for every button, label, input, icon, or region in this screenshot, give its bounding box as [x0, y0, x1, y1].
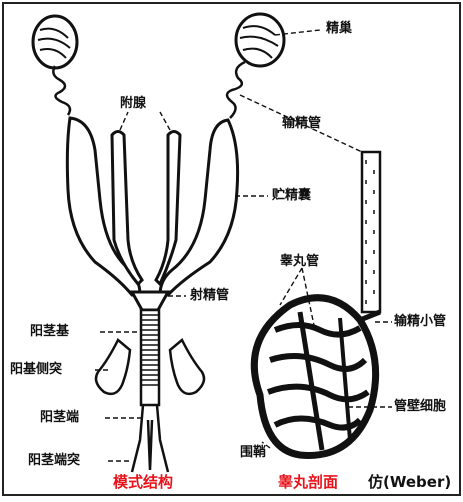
- aedeagus-tip: [132, 405, 168, 472]
- caption-model-structure: 模式结构: [113, 475, 173, 490]
- testis-section: [254, 298, 380, 456]
- label-vas-deferens: 输精管: [282, 117, 321, 130]
- caption-testis-section: 睾丸剖面: [278, 475, 338, 490]
- label-tip-process: 阳茎端突: [28, 454, 80, 467]
- label-efferent-duct: 输精小管: [394, 315, 446, 328]
- ejaculatory-duct: [132, 292, 168, 310]
- label-testis: 精巢: [326, 22, 352, 35]
- aedeagus-shaft: [141, 310, 159, 405]
- right-accessory-gland: [156, 132, 180, 285]
- label-lateral-process: 阳基侧突: [10, 363, 62, 376]
- vas-deferens-tube: [362, 152, 380, 312]
- label-ejaculatory-duct: 射精管: [190, 289, 229, 302]
- label-sheath: 围鞘: [240, 446, 266, 459]
- left-lateral-process: [96, 340, 130, 394]
- label-testis-tube: 睾丸管: [280, 255, 319, 268]
- right-lateral-process: [170, 340, 204, 394]
- left-testis: [33, 16, 77, 115]
- label-accessory-gland: 附腺: [120, 97, 146, 110]
- label-aedeagus-base: 阳茎基: [30, 325, 69, 338]
- label-tube-wall-cell: 管壁细胞: [394, 400, 446, 413]
- label-seminal-vesicle: 贮精囊: [272, 189, 311, 202]
- caption-source: 仿(Weber): [368, 475, 451, 490]
- label-aedeagus-tip: 阳茎端: [40, 411, 79, 424]
